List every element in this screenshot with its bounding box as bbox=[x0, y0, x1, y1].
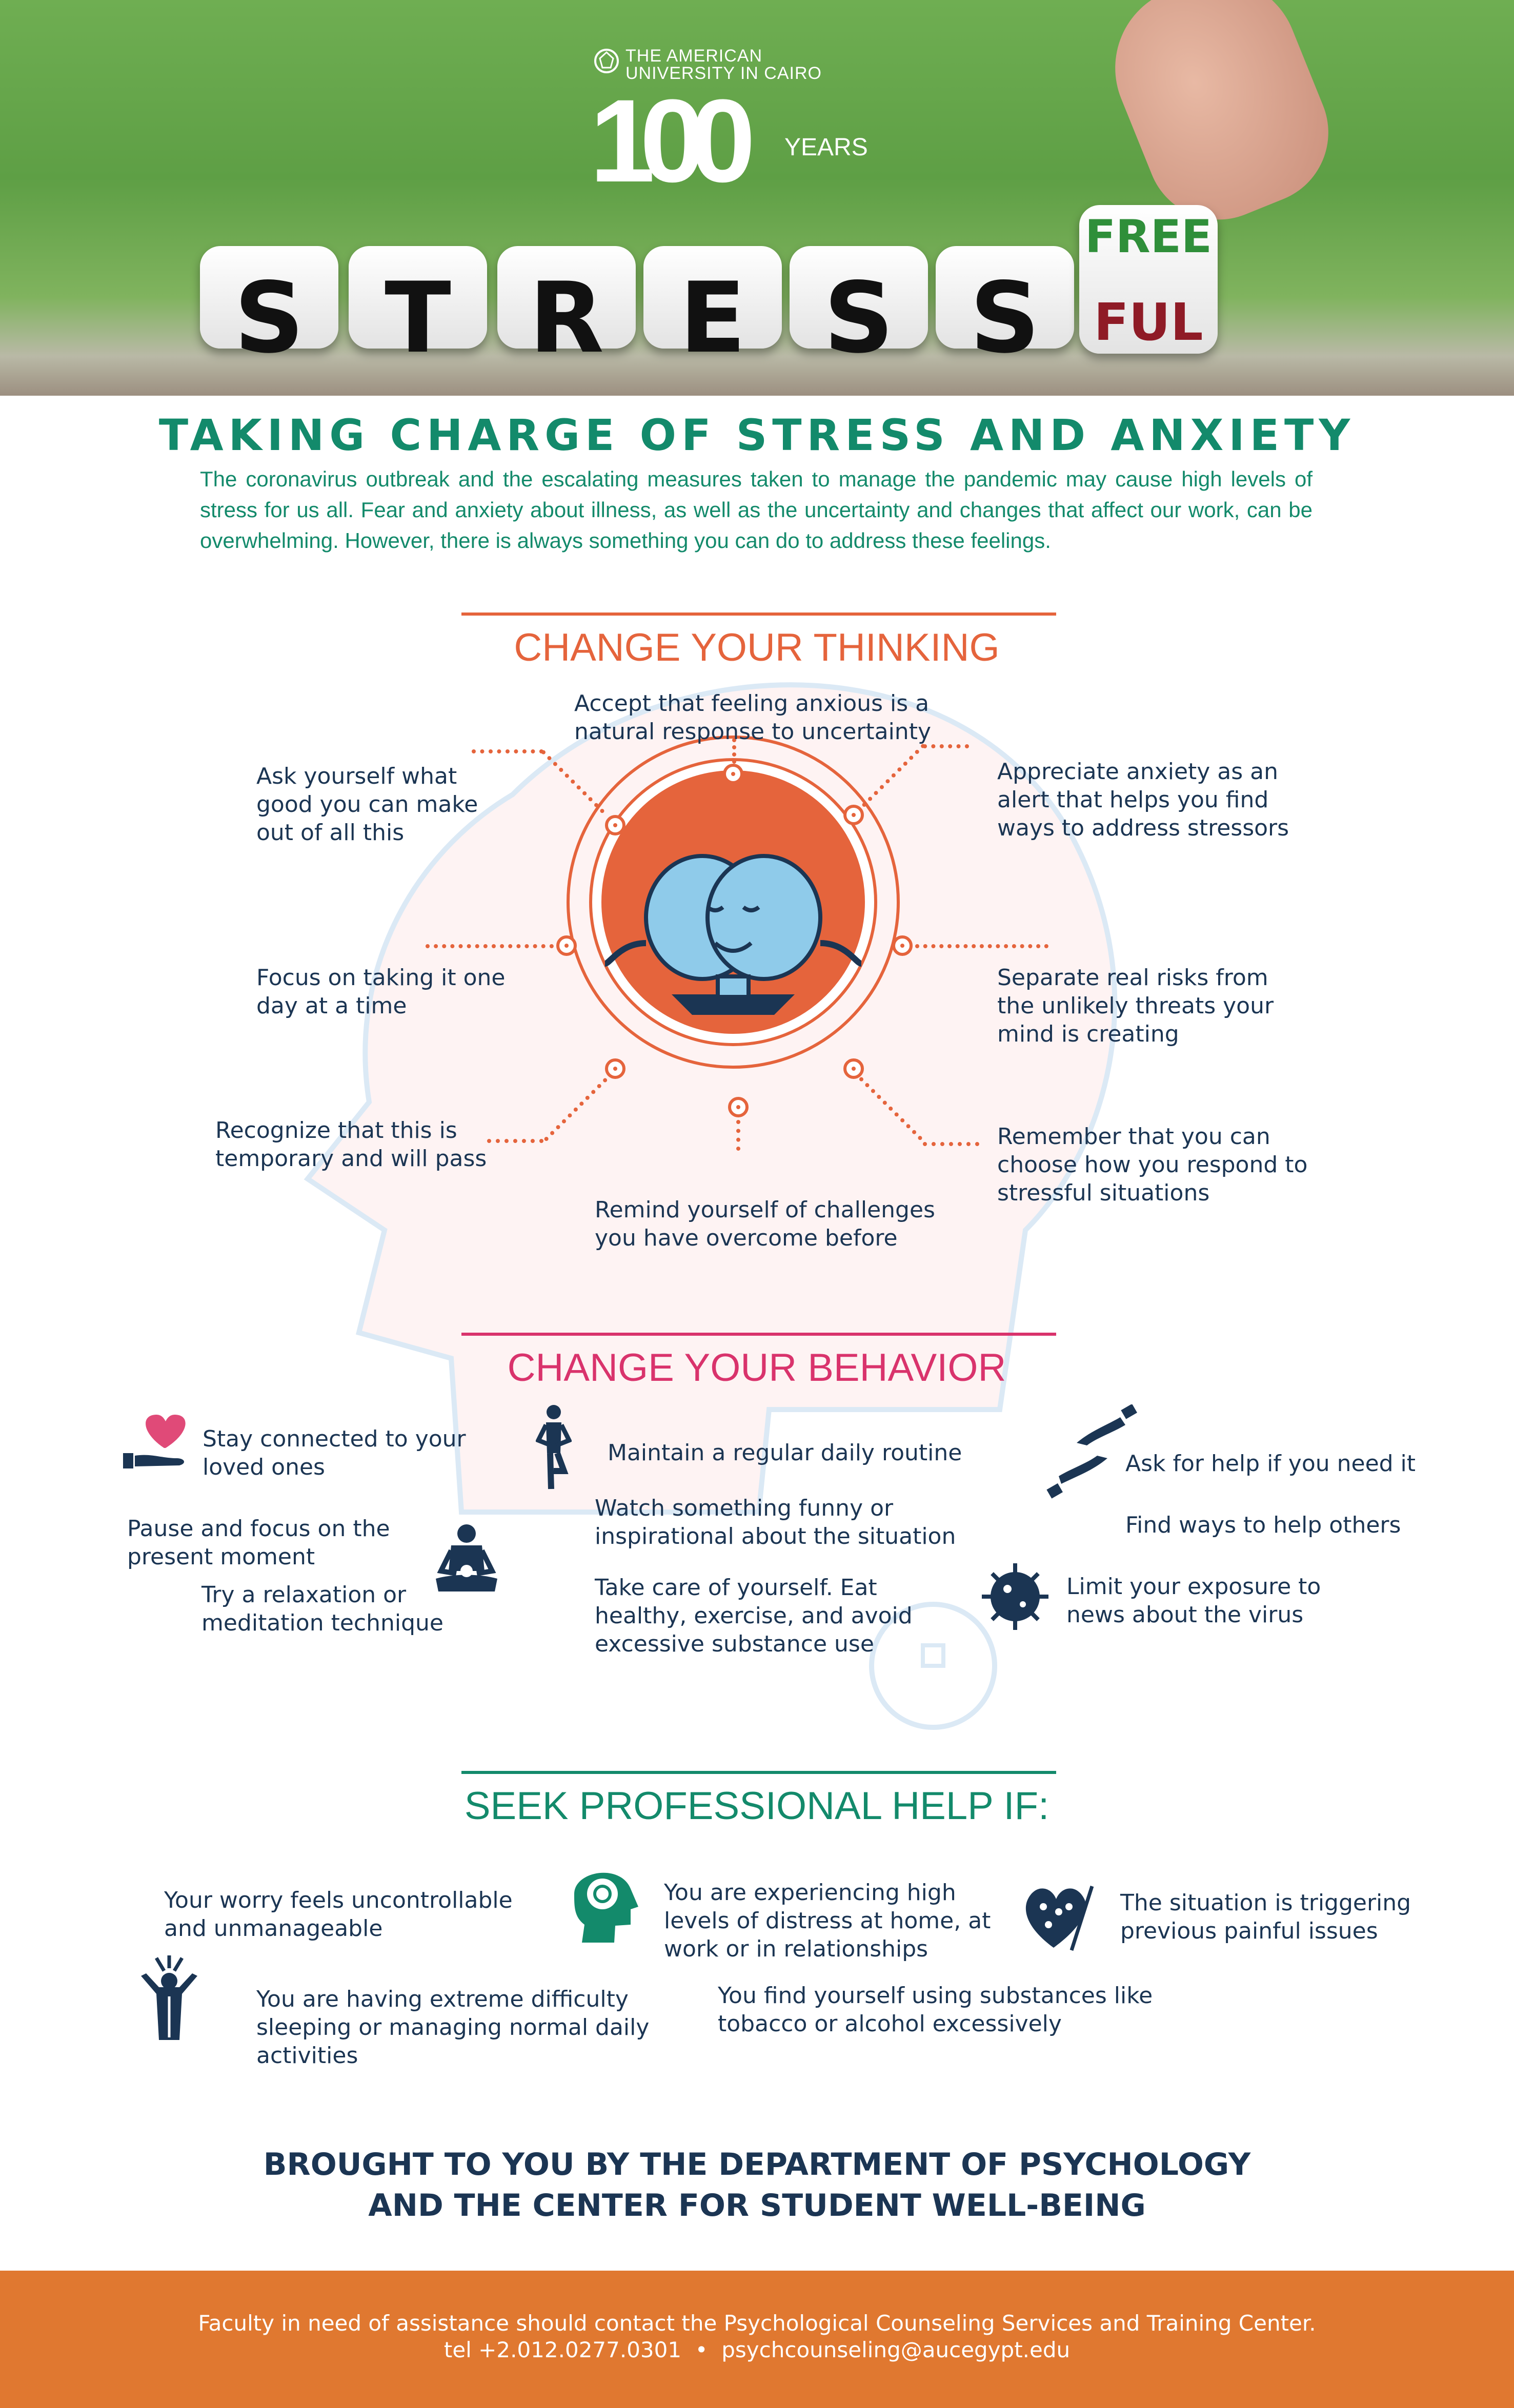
die-6 bbox=[936, 246, 1074, 349]
ring-dot-bottom-left bbox=[605, 1058, 625, 1079]
behavior-divider bbox=[461, 1333, 1056, 1336]
die-4 bbox=[643, 246, 782, 349]
virus-icon bbox=[982, 1563, 1048, 1630]
die-7 bbox=[1079, 205, 1218, 354]
broken-heart-circuit-icon bbox=[1025, 1885, 1094, 1951]
centennial-number: 100 bbox=[590, 75, 756, 207]
behavior-item-limit-news: Limit your exposure to news about the vi… bbox=[1066, 1574, 1321, 1628]
head-gears-icon bbox=[574, 1872, 638, 1943]
professional-item-distress: You are experiencing high levels of dist… bbox=[664, 1880, 991, 1962]
die-1 bbox=[200, 246, 338, 349]
ring-dot-top-right bbox=[843, 805, 864, 825]
die-letter-6: S bbox=[970, 261, 1040, 375]
background-head-illustration bbox=[304, 682, 1118, 1730]
ring-dot-top bbox=[723, 764, 743, 784]
behavior-item-pause: Pause and focus on the present moment bbox=[127, 1516, 390, 1570]
connector-top bbox=[732, 738, 736, 764]
footer-contact-line: Faculty in need of assistance should con… bbox=[198, 2311, 1316, 2336]
professional-item-triggering: The situation is triggering previous pai… bbox=[1120, 1890, 1411, 1944]
footer-bar bbox=[0, 2271, 1514, 2408]
professional-item-substances: You find yourself using substances like … bbox=[718, 1983, 1153, 2037]
intro-paragraph: The coronavirus outbreak and the escalat… bbox=[200, 467, 1313, 553]
thinking-item-recognize: Recognize that this is temporary and wil… bbox=[215, 1117, 487, 1172]
university-name-line1: THE AMERICAN bbox=[625, 46, 763, 66]
university-logo: THE AMERICAN UNIVERSITY IN CAIRO 100 YEA… bbox=[590, 46, 877, 215]
meditation-icon bbox=[436, 1524, 497, 1591]
university-emblem-icon bbox=[594, 49, 619, 73]
thinking-item-remember: Remember that you can choose how you res… bbox=[997, 1124, 1308, 1206]
die-letter-3: R bbox=[529, 261, 604, 375]
hero-banner: THE AMERICAN UNIVERSITY IN CAIRO 100 YEA… bbox=[0, 0, 1514, 396]
thinking-divider bbox=[461, 613, 1056, 616]
behavior-item-routine: Maintain a regular daily routine bbox=[608, 1440, 962, 1466]
main-title: TAKING CHARGE OF STRESS AND ANXIETY bbox=[158, 410, 1356, 460]
yoga-pose-icon bbox=[536, 1405, 572, 1489]
die-letter-5: S bbox=[823, 261, 894, 375]
behavior-item-watch: Watch something funny or inspirational a… bbox=[595, 1495, 956, 1549]
die-letter-4: E bbox=[679, 261, 746, 375]
brain-ring bbox=[567, 736, 900, 1069]
stressed-person-icon bbox=[141, 1955, 197, 2040]
behavior-item-relaxation: Try a relaxation or meditation technique bbox=[201, 1582, 443, 1636]
die-2 bbox=[349, 246, 487, 349]
professional-item-sleeping: You are having extreme difficulty sleepi… bbox=[256, 1986, 650, 2069]
ring-dot-right bbox=[892, 935, 913, 956]
thinking-item-ask-yourself: Ask yourself what good you can make out … bbox=[256, 763, 478, 846]
behavior-item-ask-help: Ask for help if you need it bbox=[1125, 1451, 1416, 1477]
professional-divider bbox=[461, 1771, 1056, 1774]
helping-hands-icon bbox=[1046, 1404, 1137, 1499]
thinking-item-focus: Focus on taking it one day at a time bbox=[256, 965, 506, 1019]
thinking-item-remind: Remind yourself of challenges you have o… bbox=[595, 1197, 935, 1251]
die-text-ful: FUL bbox=[1094, 292, 1203, 352]
connector-top-left-h bbox=[472, 749, 543, 753]
thinking-item-accept: Accept that feeling anxious is a natural… bbox=[574, 690, 931, 745]
connector-left bbox=[426, 944, 554, 948]
behavior-title: CHANGE YOUR BEHAVIOR bbox=[507, 1346, 1006, 1390]
university-name-line2: UNIVERSITY IN CAIRO bbox=[625, 64, 822, 83]
footer-phone-email: tel +2.012.0277.0301 • psychcounseling@a… bbox=[443, 2337, 1071, 2362]
connector-bottom bbox=[736, 1120, 740, 1151]
connector-bottom-right-h bbox=[923, 1142, 979, 1146]
behavior-item-stay-connected: Stay connected to your loved ones bbox=[203, 1426, 466, 1480]
die-letter-2: T bbox=[385, 261, 451, 375]
thinking-item-appreciate: Appreciate anxiety as an alert that help… bbox=[997, 759, 1289, 841]
centennial-years: YEARS bbox=[784, 134, 868, 161]
credits-line-1: BROUGHT TO YOU BY THE DEPARTMENT OF PSYC… bbox=[263, 2147, 1251, 2182]
behavior-item-take-care: Take care of yourself. Eat healthy, exer… bbox=[595, 1575, 913, 1657]
professional-item-worry: Your worry feels uncontrollable and unma… bbox=[164, 1887, 513, 1942]
die-3 bbox=[497, 246, 636, 349]
ring-dot-top-left bbox=[605, 815, 625, 835]
credits-line-2: AND THE CENTER FOR STUDENT WELL-BEING bbox=[368, 2188, 1146, 2223]
connector-right bbox=[915, 944, 1048, 948]
behavior-item-help-others: Find ways to help others bbox=[1125, 1512, 1401, 1538]
die-text-free: FREE bbox=[1084, 210, 1213, 263]
thinking-item-separate: Separate real risks from the unlikely th… bbox=[997, 965, 1274, 1047]
meditating-brain-icon bbox=[604, 854, 862, 1015]
connector-bottom-left-h bbox=[487, 1139, 543, 1143]
die-letter-1: S bbox=[234, 261, 305, 375]
ring-dot-left bbox=[556, 935, 577, 956]
professional-title: SEEK PROFESSIONAL HELP IF: bbox=[464, 1784, 1049, 1828]
connector-top-right-h bbox=[923, 744, 969, 748]
thinking-title: CHANGE YOUR THINKING bbox=[514, 626, 1000, 669]
die-5 bbox=[790, 246, 928, 349]
heart-hand-icon bbox=[123, 1415, 186, 1468]
ring-dot-bottom-right bbox=[843, 1058, 864, 1079]
ring-dot-bottom bbox=[728, 1097, 749, 1117]
